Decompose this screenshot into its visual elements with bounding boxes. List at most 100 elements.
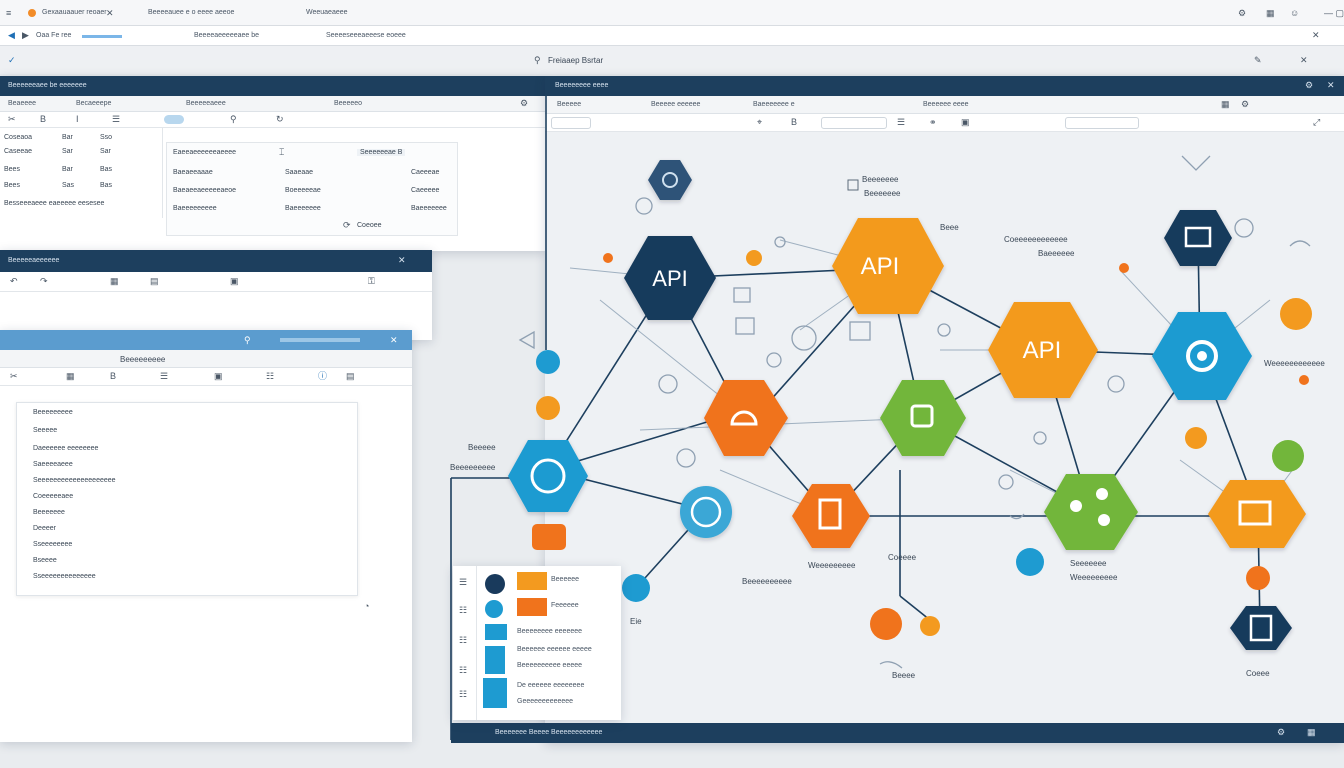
service-node-orange[interactable] [704, 380, 788, 456]
doc-item[interactable]: Feeeeee [551, 602, 579, 609]
doc-item[interactable]: Beeeeee eeeeee eeeee [517, 646, 592, 653]
tab-1[interactable]: Gexaauaauer reoaer [42, 9, 107, 16]
list-item[interactable]: Seeeeeeeeeeeeeeeeeeee [33, 477, 116, 484]
pointer-icon[interactable]: ⌖ [757, 117, 763, 127]
grid-icon[interactable]: ▦ [1266, 8, 1275, 18]
toggle-icon[interactable] [164, 115, 184, 124]
doc-item[interactable]: Beeeeee [551, 576, 580, 583]
list-item[interactable]: Bseeee [33, 557, 57, 564]
list-item[interactable]: Baeeeeeeeee [173, 205, 217, 212]
api-node-orange-top[interactable]: API [832, 218, 944, 314]
bold-icon[interactable]: B [791, 117, 798, 127]
list-icon[interactable]: ☷ [459, 605, 468, 615]
list-item[interactable]: Baeaeeaeeeeeaeoe [173, 187, 237, 194]
list-item[interactable]: Caeeeee [411, 187, 440, 194]
menu-item[interactable]: Beeeee eeeeee [651, 101, 701, 108]
settings-icon[interactable]: ⚙ [1277, 727, 1286, 737]
settings-icon[interactable]: ⚙ [520, 98, 529, 108]
menu-icon[interactable]: ☰ [459, 577, 468, 587]
list-item[interactable]: Seeeee [33, 427, 58, 434]
close-icon[interactable]: ✕ [1327, 80, 1335, 90]
menu-item[interactable]: Beeeee [557, 101, 582, 108]
server-node-navy[interactable] [1164, 210, 1232, 266]
service-node-cyan-left[interactable] [508, 440, 588, 512]
image-icon[interactable]: ▣ [214, 371, 223, 381]
table-icon[interactable]: ▦ [66, 371, 75, 381]
list-item[interactable]: Boeeeeeae [285, 187, 321, 194]
list-column-header[interactable]: Seeeeeeae B [357, 149, 406, 156]
list-icon[interactable]: ☷ [459, 665, 468, 675]
tab-2[interactable]: Beeeeauee e o eeee aeeoe [148, 9, 235, 16]
gear-node-cyan[interactable] [1152, 312, 1252, 400]
doc-item[interactable]: Geeeeeeeeeeeee [517, 698, 574, 705]
list-item[interactable]: Caeeeae [411, 169, 440, 176]
list-item[interactable]: Deeeer [33, 525, 56, 532]
close-icon[interactable]: ✕ [398, 255, 406, 265]
expand-icon[interactable]: ⤢ [1313, 117, 1321, 127]
search-icon[interactable]: ⚲ [230, 114, 237, 124]
zoom-button[interactable] [551, 117, 591, 129]
list-item[interactable]: Baeaeeaaae [173, 169, 213, 176]
menu-item[interactable]: Beeeeeo [334, 100, 363, 107]
window-controls-icon[interactable]: — ▢ [1324, 8, 1344, 18]
edit-icon[interactable]: ✎ [1254, 55, 1262, 65]
menu-icon[interactable]: ≡ [6, 8, 12, 18]
close-icon[interactable]: ✕ [1300, 55, 1308, 65]
menu-item[interactable]: Beeeeee eeee [923, 101, 969, 108]
api-node-navy[interactable]: API [624, 236, 716, 320]
tab-3[interactable]: Weeuaeaeee [306, 9, 348, 16]
close-icon[interactable]: ✕ [106, 8, 114, 18]
list-item[interactable]: Daeeeeee eeeeeeee [33, 445, 99, 452]
doc-item[interactable]: De eeeeee eeeeeeee [517, 682, 585, 689]
chart-icon[interactable]: ▤ [150, 276, 159, 286]
user-icon[interactable]: ☺ [1290, 8, 1300, 18]
menu-item[interactable]: Baeeeeeee e [753, 101, 795, 108]
list-item[interactable]: Saaeaae [285, 169, 314, 176]
settings-icon[interactable]: ⚙ [1238, 8, 1247, 18]
image-icon[interactable]: ▣ [961, 117, 970, 127]
align-icon[interactable]: ☰ [160, 371, 169, 381]
menu-item[interactable]: Beeeeeaeee [186, 100, 226, 107]
list-icon[interactable]: ☷ [459, 689, 468, 699]
dot-node[interactable] [622, 574, 650, 602]
forward-icon[interactable]: ▶ [22, 30, 29, 40]
search-icon[interactable]: ⚲ [244, 335, 251, 345]
menu-item[interactable]: Becaeeepe [76, 100, 112, 107]
italic-icon[interactable]: I [76, 114, 79, 124]
link-icon[interactable]: ⚭ [929, 117, 937, 127]
close-icon[interactable]: ✕ [390, 335, 398, 345]
list-icon[interactable]: ☰ [112, 114, 121, 124]
api-node-orange-right[interactable]: API [988, 302, 1098, 398]
list-item[interactable]: Beeeeeeeee [33, 409, 73, 416]
check-icon[interactable]: ✓ [8, 55, 16, 65]
list-item[interactable]: Beeeeeee [33, 509, 65, 516]
format-button[interactable] [1065, 117, 1139, 129]
chart-icon[interactable]: ▤ [346, 371, 355, 381]
align-icon[interactable]: ☰ [897, 117, 906, 127]
refresh-icon[interactable]: ↻ [276, 114, 284, 124]
close-tab-icon[interactable]: ✕ [1312, 30, 1320, 40]
list-item[interactable]: Baeeeeeee [411, 205, 447, 212]
style-button[interactable] [821, 117, 887, 129]
list-item[interactable]: Baeeeeeee [285, 205, 321, 212]
info-icon[interactable]: ⓘ [318, 371, 328, 381]
table-icon[interactable]: ▦ [110, 276, 119, 286]
list-item[interactable]: Coeeeeeaee [33, 493, 74, 500]
globe-node-cyan[interactable] [680, 486, 732, 538]
grid-icon[interactable]: ▦ [1307, 727, 1316, 737]
people-node-green[interactable] [1044, 474, 1138, 550]
address-segment-3[interactable]: Seeeeseeeaeeese eoeee [326, 32, 406, 39]
db-node-navy[interactable] [1230, 606, 1292, 650]
list-icon[interactable]: ☷ [459, 635, 468, 645]
refresh-icon[interactable]: ⟳ [343, 220, 351, 230]
tool-icon[interactable]: ✂ [10, 371, 18, 381]
address-segment-1[interactable]: Oaa Fe ree [36, 32, 72, 39]
undo-icon[interactable]: ↶ [10, 276, 18, 286]
lock-icon[interactable]: ⚿ [368, 276, 375, 286]
image-icon[interactable]: ▣ [230, 276, 239, 286]
box-node-orange[interactable] [1208, 480, 1306, 548]
list-item[interactable]: Sseeeeeeee [33, 541, 73, 548]
redo-icon[interactable]: ↷ [40, 276, 48, 286]
list-item[interactable]: Saeeeeaeee [33, 461, 73, 468]
bold-icon[interactable]: B [110, 371, 117, 381]
